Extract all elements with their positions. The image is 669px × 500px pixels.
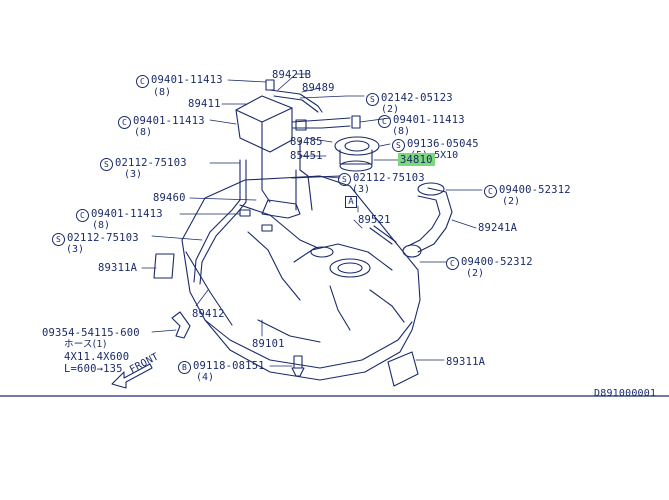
callout-2-part: 02142-05123 xyxy=(381,92,453,104)
highlight-34810 xyxy=(398,153,435,166)
callout-4-part: 09401-11413 xyxy=(393,114,465,126)
callout-5-part: 09136-05045 xyxy=(407,138,479,150)
part-89521: 89521 xyxy=(358,214,391,226)
part-89412: 89412 xyxy=(192,308,225,320)
callout-10-part: 02112-75103 xyxy=(67,232,139,244)
hose-note-name: ホース(1) xyxy=(64,339,107,350)
callout-2-qty: (2) xyxy=(381,104,400,115)
callout-1-qty: (8) xyxy=(153,87,172,98)
sender-port xyxy=(329,258,371,278)
hose-note-part: 09354-54115-600 xyxy=(42,327,140,339)
callout-3-part: 09401-11413 xyxy=(133,115,205,127)
callout-5-prefix: S xyxy=(392,139,405,152)
callout-11-qty: (2) xyxy=(466,268,485,279)
part-89311A-right: 89311A xyxy=(446,356,486,368)
part-89411: 89411 xyxy=(188,98,221,110)
callout-8-prefix: C xyxy=(484,185,497,198)
part-89485: 89485 xyxy=(290,136,323,148)
part-89460: 89460 xyxy=(153,192,186,204)
callout-7-part: 02112-75103 xyxy=(353,172,425,184)
diagram-id: D891000001 xyxy=(594,388,657,399)
callout-6-qty: (3) xyxy=(124,169,143,180)
fuel-tank-outline xyxy=(181,175,421,381)
callout-3-qty: (8) xyxy=(134,127,153,138)
ref-box-a: A xyxy=(345,196,357,208)
callout-9-prefix: C xyxy=(76,209,89,222)
callout-12-prefix: B xyxy=(178,361,191,374)
callout-10-prefix: S xyxy=(52,233,65,246)
callout-2-prefix: S xyxy=(366,93,379,106)
gauge-flange xyxy=(334,136,380,156)
part-89101: 89101 xyxy=(252,338,285,350)
hose-note-size: 4X11.4X600 xyxy=(64,351,130,363)
callout-4-prefix: C xyxy=(378,115,391,128)
callout-8-qty: (2) xyxy=(502,196,521,207)
callout-9-qty: (8) xyxy=(92,220,111,231)
protector-right xyxy=(387,351,419,387)
callout-9-part: 09401-11413 xyxy=(91,208,163,220)
front-arrow xyxy=(111,363,153,389)
part-89241A: 89241A xyxy=(478,222,518,234)
callout-6-part: 02112-75103 xyxy=(115,157,187,169)
callout-1-part: 09401-11413 xyxy=(151,74,223,86)
callout-6-prefix: S xyxy=(100,158,113,171)
callout-3-prefix: C xyxy=(118,116,131,129)
callout-12-qty: (4) xyxy=(196,372,215,383)
callout-10-qty: (3) xyxy=(66,244,85,255)
fuel-tank-rim xyxy=(204,319,413,369)
callout-1-prefix: C xyxy=(136,75,149,88)
part-89311A-left: 89311A xyxy=(98,262,138,274)
part-34810: 34810 xyxy=(400,154,433,166)
evap-canister xyxy=(235,95,293,153)
protector-left xyxy=(153,253,175,279)
part-85451: 85451 xyxy=(290,150,323,162)
callout-4-qty: (8) xyxy=(392,126,411,137)
part-89489: 89489 xyxy=(302,82,335,94)
part-89421B: 89421B xyxy=(272,69,312,81)
hose-note-length: L=600→135 xyxy=(64,363,123,375)
callout-12-part: 09118-08151 xyxy=(193,360,265,372)
callout-8-part: 09400-52312 xyxy=(499,184,571,196)
callout-7-prefix: S xyxy=(338,173,351,186)
callout-7-qty: (3) xyxy=(352,184,371,195)
callout-11-prefix: C xyxy=(446,257,459,270)
callout-11-part: 09400-52312 xyxy=(461,256,533,268)
